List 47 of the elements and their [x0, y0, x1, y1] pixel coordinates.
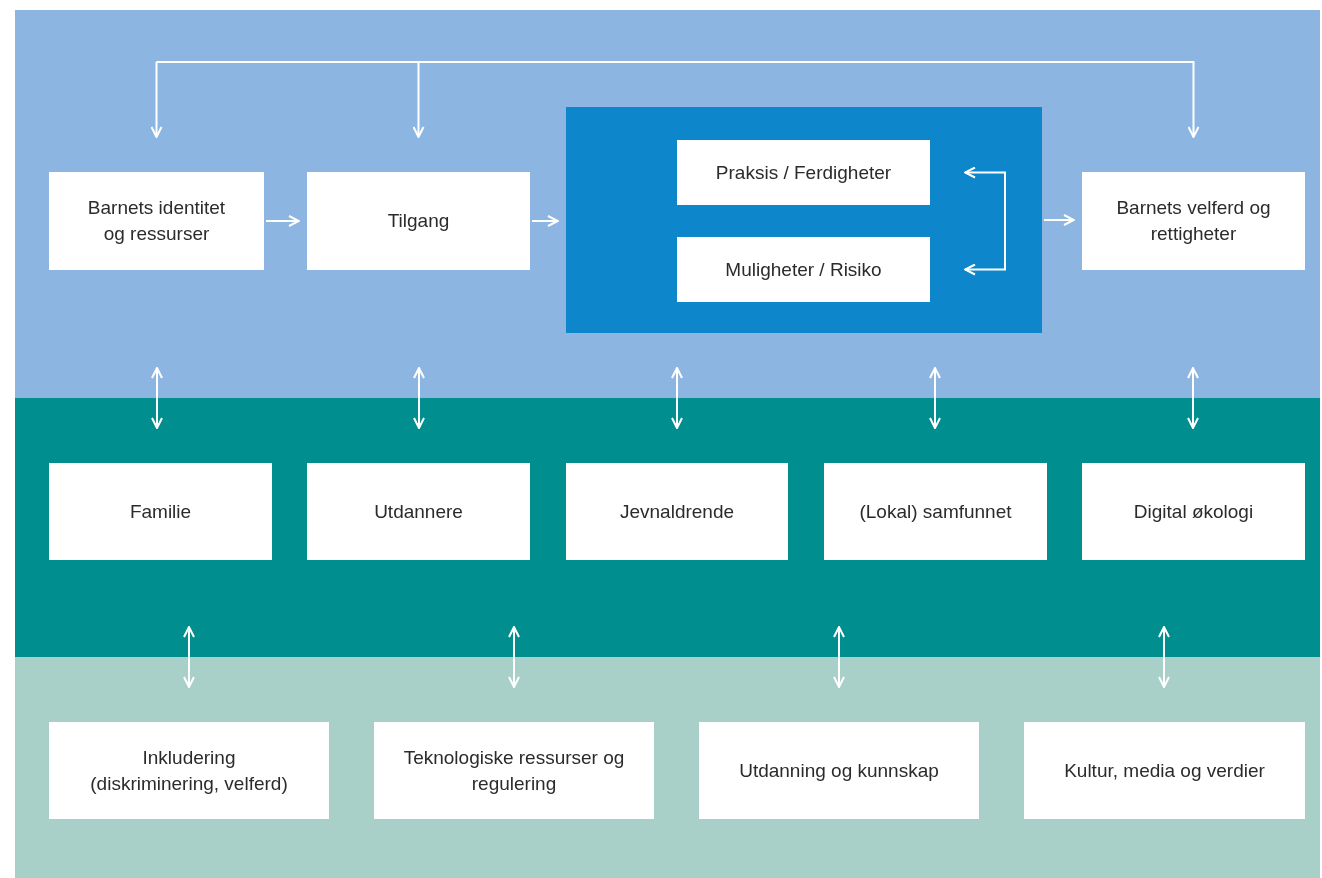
box-label: Familie	[129, 499, 192, 524]
arrow	[155, 61, 1200, 138]
text-box	[824, 463, 1047, 560]
box-label: Jevnaldrende	[619, 499, 735, 524]
text-box	[307, 172, 530, 270]
arrow	[265, 215, 300, 227]
band-background	[15, 10, 1320, 398]
arrow	[183, 626, 195, 688]
arrow	[671, 367, 683, 429]
text-box	[677, 237, 930, 302]
arrow	[150, 61, 163, 138]
text-box	[307, 463, 530, 560]
text-box	[49, 172, 264, 270]
band-background	[15, 398, 1320, 657]
arrow	[1158, 626, 1170, 688]
text-box	[1082, 172, 1305, 270]
text-box	[49, 463, 272, 560]
box-label: Utdanning og kunnskap	[739, 758, 939, 783]
box-label: Barnets velferd og rettigheter	[1115, 196, 1272, 246]
box-label: Praksis / Ferdigheter	[715, 160, 892, 185]
group-box	[566, 107, 1042, 333]
box-label: Utdannere	[374, 499, 463, 524]
box-label: Muligheter / Risiko	[725, 257, 882, 282]
arrow	[833, 626, 845, 688]
box-label: Kultur, media og verdier	[1064, 758, 1265, 783]
arrow	[964, 166, 1006, 276]
text-box	[566, 463, 788, 560]
box-label: Teknologiske ressurser og regulering	[402, 745, 626, 796]
arrow	[413, 367, 425, 429]
box-label: Inkludering (diskriminering, velferd)	[89, 745, 289, 796]
arrow	[151, 367, 163, 429]
text-box	[1082, 463, 1305, 560]
text-box	[699, 722, 979, 819]
box-label: Barnets identitet og ressurser	[86, 196, 227, 246]
arrow	[929, 367, 941, 429]
text-box	[677, 140, 930, 205]
arrow	[1187, 367, 1199, 429]
text-box	[374, 722, 654, 819]
arrow	[531, 215, 559, 227]
arrow	[508, 626, 520, 688]
text-box	[49, 722, 329, 819]
band-background	[15, 657, 1320, 878]
text-box	[1024, 722, 1305, 819]
box-label: (Lokal) samfunnet	[859, 499, 1012, 524]
box-label: Tilgang	[387, 209, 450, 233]
arrow	[1043, 214, 1075, 226]
box-label: Digital økologi	[1133, 499, 1254, 524]
